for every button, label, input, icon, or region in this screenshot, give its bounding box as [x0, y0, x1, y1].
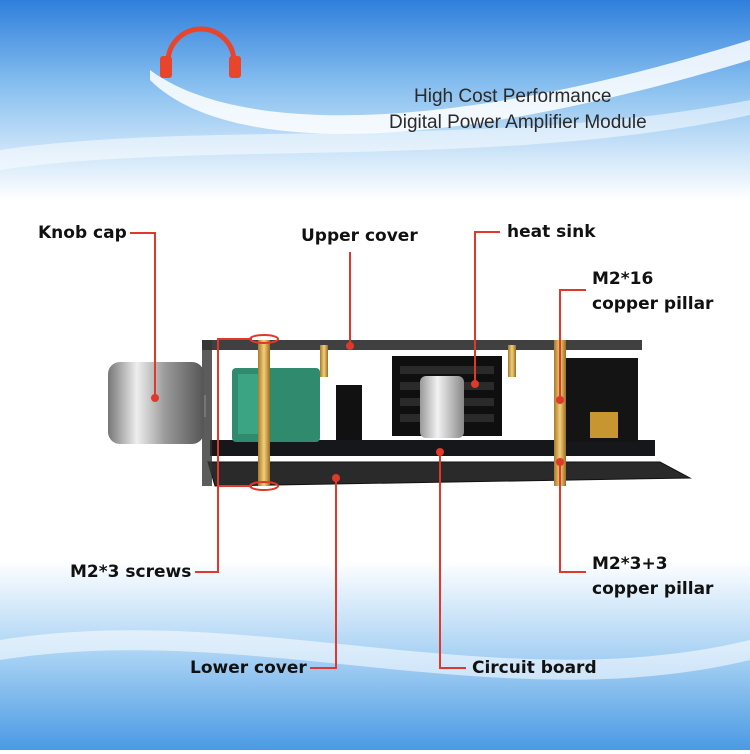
lower-cover-plate	[207, 461, 692, 487]
leader-circuit-board	[439, 452, 466, 669]
label-lower-cover: Lower cover	[190, 658, 307, 678]
header-line-2: Digital Power Amplifier Module	[389, 112, 647, 133]
leader-dots	[151, 342, 564, 482]
label-upper-cover: Upper cover	[301, 226, 418, 246]
top-background	[0, 0, 750, 200]
label-heat-sink: heat sink	[507, 222, 596, 242]
label-m2-16: M2*16	[592, 269, 654, 289]
label-knob-cap: Knob cap	[38, 223, 127, 243]
upper-cover-plate	[202, 340, 642, 350]
leader-heat-sink	[474, 231, 500, 384]
leader-lines	[130, 231, 586, 669]
label-m2-3-3: M2*3+3	[592, 554, 668, 574]
label-m2-3-screws: M2*3 screws	[70, 562, 192, 582]
headphones-icon	[160, 26, 241, 78]
circuit-board-pcb	[210, 440, 655, 456]
copper-pillar-mid	[320, 345, 328, 377]
capacitor-black	[336, 385, 362, 440]
label-m2-16-sub: copper pillar	[592, 294, 714, 314]
leader-m2-3-3	[559, 462, 586, 573]
copper-pillar-right	[554, 340, 566, 486]
amplifier-module	[108, 334, 692, 491]
end-plate	[202, 340, 212, 486]
leader-m2-16	[559, 289, 586, 400]
copper-pillar-mid-2	[508, 345, 516, 377]
copper-pillar-left	[258, 340, 270, 486]
header-line-1: High Cost Performance	[414, 86, 612, 107]
knob-cap	[108, 362, 204, 444]
label-circuit-board: Circuit board	[472, 658, 597, 678]
electrolytic-capacitor	[420, 376, 464, 438]
top-swoosh	[150, 40, 750, 134]
label-m2-3-3-sub: copper pillar	[592, 579, 714, 599]
leader-m2-3-screws	[195, 338, 252, 573]
leader-lower-cover	[310, 478, 337, 669]
bottom-swoosh	[0, 630, 750, 680]
leader-knob-cap	[130, 232, 156, 398]
top-swoosh-2	[0, 100, 750, 170]
jack-contacts	[590, 412, 618, 438]
